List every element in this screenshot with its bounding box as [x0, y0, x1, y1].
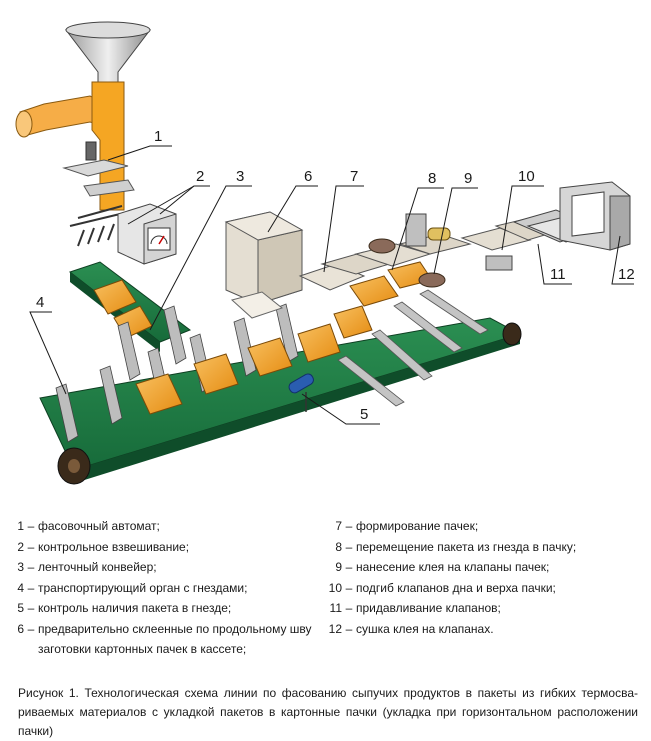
callout-6: 6 — [304, 168, 312, 185]
legend-text: контрольное взвешивание; — [38, 539, 190, 554]
legend-number: 4 — [17, 580, 24, 595]
legend-text: ленточный конвейер; — [38, 560, 157, 574]
legend-text: перемещение пакета из гнезда в пачку; — [356, 539, 577, 554]
nest-transport-belt — [39, 289, 522, 485]
legend-number: 7 — [335, 519, 342, 533]
legend-item: 1–фасовочный автомат; — [0, 516, 312, 537]
legend-right: 7–формирование пачек; 8–перемещение паке… — [318, 516, 577, 640]
legend-number: 12 — [328, 621, 342, 636]
legend-item-continuation: заготовки картонных пачек в кассете; — [38, 642, 247, 656]
callout-5: 5 — [360, 406, 368, 423]
legend-number: 5 — [17, 601, 24, 615]
legend-text: придавливание клапанов; — [356, 601, 501, 615]
legend-item: 4–транспортирующий орган с гнездами; — [0, 578, 312, 599]
legend-item: 12–сушка клея на клапанах. — [318, 619, 576, 640]
legend-text: предварительно склеенные по продольному … — [38, 621, 312, 636]
legend-number: 8 — [335, 539, 342, 554]
drying-tunnel — [559, 181, 631, 251]
legend-left: 1–фасовочный автомат; 2–контрольное взве… — [0, 516, 312, 660]
legend-item: 5–контроль наличия пакета в гнезде; — [0, 598, 312, 619]
legend-number: 1 — [17, 519, 24, 533]
legend-text: транспортирующий орган с гнездами; — [38, 580, 248, 595]
callout-4: 4 — [36, 294, 44, 311]
legend-item: 8–перемещение пакета из гнезда в пачку; — [318, 537, 576, 558]
legend-text: нанесение клея на клапаны пачек; — [356, 560, 550, 574]
legend-item: 10–подгиб клапанов дна и верха пачки; — [318, 578, 576, 599]
callout-11: 11 — [550, 266, 566, 283]
figure-caption: Рисунок 1. Технологическая схема линии п… — [18, 686, 638, 738]
callout-3: 3 — [236, 168, 244, 185]
callout-9: 9 — [464, 170, 472, 187]
legend-item: 6–предварительно склеенные по продольном… — [0, 619, 312, 640]
legend-number: 3 — [17, 560, 24, 574]
callout-10: 10 — [518, 168, 535, 185]
gauge-icon — [147, 227, 171, 251]
legend-text: подгиб клапанов дна и верха пачки; — [356, 580, 556, 595]
inclined-belt-conveyor — [68, 261, 192, 352]
legend-text: фасовочный автомат; — [38, 519, 160, 533]
legend-item: 2–контрольное взвешивание; — [0, 537, 312, 558]
legend-item: 7–формирование пачек; — [318, 516, 576, 537]
carton-cassette — [224, 211, 304, 319]
check-weigher — [117, 203, 177, 265]
legend-number: 11 — [329, 601, 342, 615]
callout-8: 8 — [428, 170, 436, 187]
legend-item: 11–придавливание клапанов; — [318, 598, 576, 619]
legend-number: 6 — [17, 621, 24, 636]
callout-1: 1 — [154, 128, 162, 145]
callout-2: 2 — [196, 168, 204, 185]
pack-in-nest — [135, 305, 373, 415]
line-scheme-diagram: 1 2 3 4 5 6 7 8 9 10 11 12 — [15, 21, 635, 485]
legend-text: контроль наличия пакета в гнезде; — [38, 601, 232, 615]
legend-text: сушка клея на клапанах. — [356, 621, 494, 636]
legend-number: 9 — [335, 560, 342, 574]
legend-text: формирование пачек; — [356, 519, 479, 533]
legend-item: 9–нанесение клея на клапаны пачек; — [318, 557, 576, 578]
glue-disc — [368, 238, 446, 288]
callout-labels: 1 2 3 4 5 6 7 8 9 10 11 12 — [36, 128, 635, 423]
roller-icon — [57, 322, 522, 485]
filling-machine — [15, 21, 152, 247]
sensor-icon — [288, 373, 314, 412]
callout-12: 12 — [618, 266, 635, 283]
legend-item: 3–ленточный конвейер; — [0, 557, 312, 578]
legend-number: 2 — [17, 539, 24, 554]
callout-7: 7 — [350, 168, 358, 185]
legend-number: 10 — [328, 580, 342, 595]
